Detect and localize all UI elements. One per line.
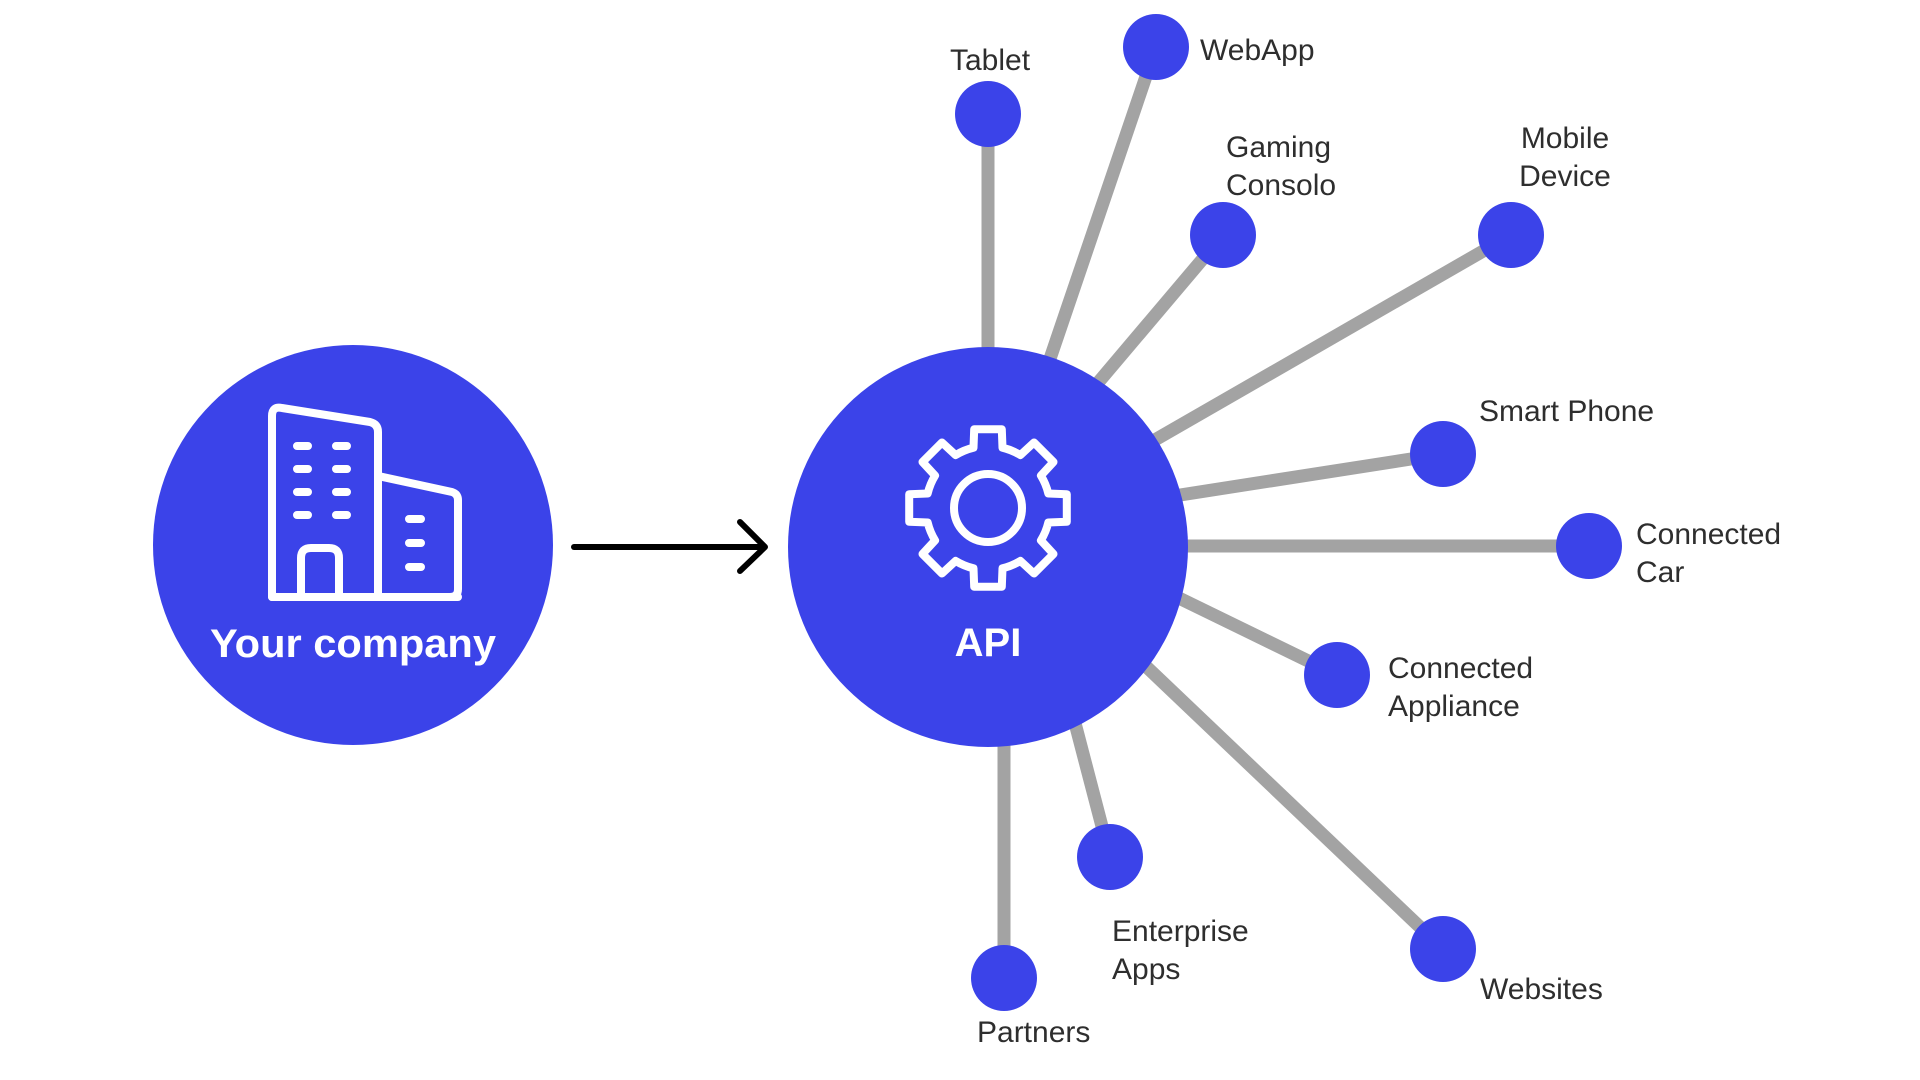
api-label: API [955,621,1022,665]
endpoint-label-line: Websites [1480,973,1603,1006]
endpoint-label: Tablet [950,44,1031,77]
endpoint-label-line: Connected [1636,518,1781,551]
endpoint-dot [1123,14,1189,80]
endpoint-label-line: Appliance [1388,690,1520,723]
endpoint-label-line: Partners [977,1016,1090,1049]
endpoint-dot [1556,513,1622,579]
endpoint-label-line: Gaming [1226,131,1331,164]
endpoint-dot [955,81,1021,147]
company-circle [153,345,553,745]
company-label: Your company [210,622,497,666]
endpoint-dot [1410,421,1476,487]
api-node: API [788,347,1188,747]
api-circle [788,347,1188,747]
endpoint-label-line: WebApp [1200,34,1315,67]
endpoint-partners: Partners [971,945,1090,1049]
endpoint-label: WebApp [1200,34,1315,67]
endpoint-label: Partners [977,1016,1090,1049]
endpoint-websites: Websites [1410,916,1603,1006]
endpoint-label-line: Smart Phone [1479,395,1654,428]
gear-icon [905,425,1071,591]
endpoint-label: Websites [1480,973,1603,1006]
endpoint-label: Smart Phone [1479,395,1654,428]
endpoint-dot [1478,202,1544,268]
endpoint-label-line: Apps [1112,953,1180,986]
endpoint-label-line: Connected [1388,652,1533,685]
endpoint-dot [1077,824,1143,890]
endpoint-dot [971,945,1037,1011]
endpoint-label-line: Consolo [1226,169,1336,202]
endpoint-smart-phone: Smart Phone [1410,395,1654,487]
endpoint-tablet: Tablet [950,44,1031,147]
arrow-right-icon [571,519,768,574]
endpoint-label-line: Car [1636,556,1684,589]
endpoint-label-line: Device [1519,160,1611,193]
company-node: Your company [153,345,553,745]
endpoint-dot [1410,916,1476,982]
building-icon [268,403,462,601]
endpoint-label-line: Mobile [1521,122,1609,155]
endpoint-dot [1190,202,1256,268]
endpoint-label-line: Enterprise [1112,915,1249,948]
endpoint-webapp: WebApp [1123,14,1315,80]
endpoint-label-line: Tablet [950,44,1031,77]
endpoint-dot [1304,642,1370,708]
